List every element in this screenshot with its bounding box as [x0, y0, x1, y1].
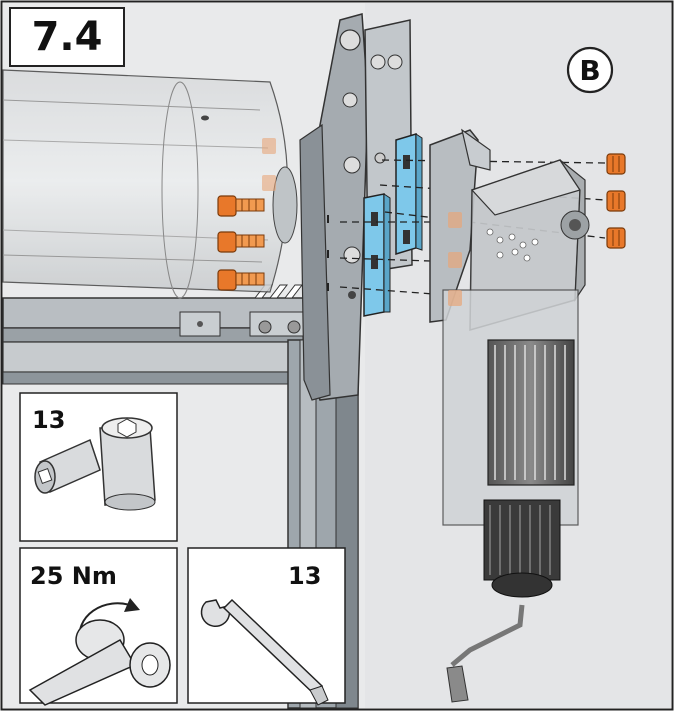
bolt-icon: [217, 269, 265, 291]
view-marker: B: [566, 46, 614, 94]
torque-wrench-icon: [28, 598, 171, 706]
wrench-size-label: 13: [288, 562, 321, 590]
socket-tool-panel: 13: [19, 392, 178, 542]
nut-icon: [606, 190, 626, 212]
step-label-box: 7.4: [9, 7, 125, 67]
view-marker-label: B: [579, 54, 600, 87]
socket-size-label: 13: [32, 406, 65, 434]
bolts-left: [217, 138, 276, 291]
motor-icon: [442, 159, 590, 703]
nut-icon: [606, 227, 626, 249]
socket-key-icon: [34, 417, 156, 511]
open-end-wrench-icon: [200, 598, 329, 706]
step-number: 7.4: [32, 14, 103, 60]
torque-tool-panel: 25 Nm: [19, 547, 178, 706]
shaft-tube: [2, 69, 298, 299]
wrench-tool-panel: 13: [187, 547, 346, 706]
bolt-icon: [217, 231, 265, 253]
spacer-plates: [363, 132, 423, 317]
nuts-right: [606, 153, 626, 249]
torque-value-label: 25 Nm: [30, 562, 117, 590]
nuts-faint: [448, 212, 462, 306]
bolt-icon: [217, 195, 265, 217]
nut-icon: [606, 153, 626, 175]
mounting-bracket: [299, 13, 369, 401]
